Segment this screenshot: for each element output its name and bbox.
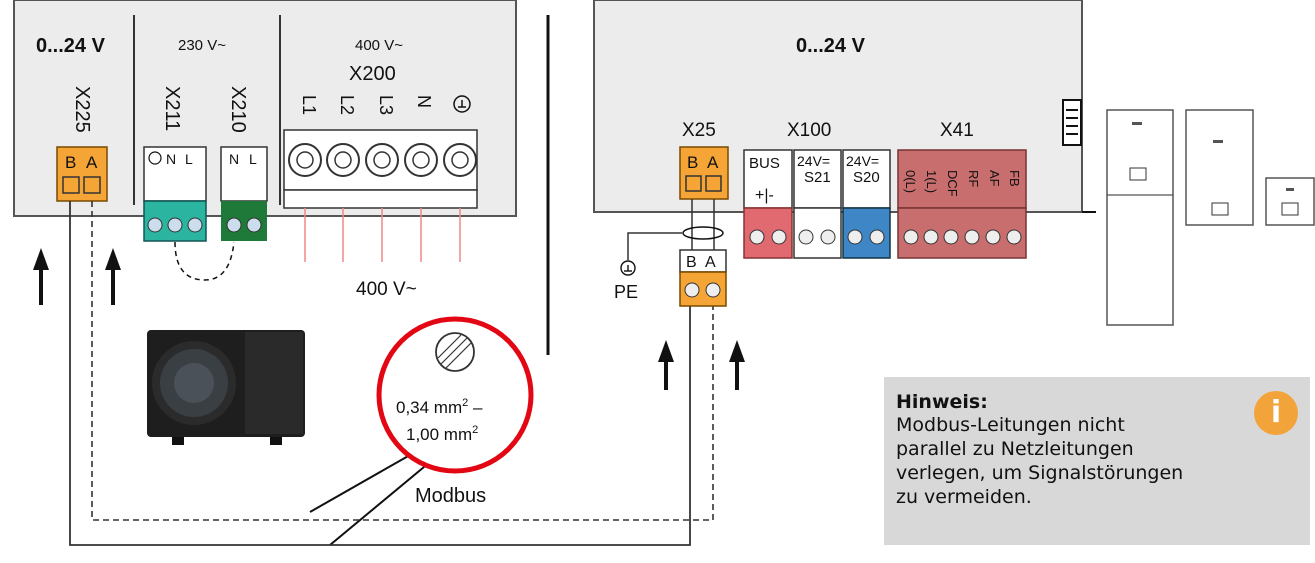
x225-pin-a: A [86, 153, 98, 172]
x200-terminal-block [283, 129, 478, 209]
x25-pin-a: A [707, 153, 719, 172]
x225-connector: B A [56, 146, 108, 202]
x25-connector: B A [679, 146, 729, 200]
x41-connector: 0(L) 1(L) DCF RF AF FB [897, 149, 1027, 259]
arrow-up-icon [658, 340, 674, 390]
left-voltage-230: 230 V~ [178, 37, 226, 54]
cable-shield-icon [682, 226, 724, 240]
arrow-up-icon [729, 340, 745, 390]
heat-pump-icon [147, 330, 305, 445]
x41-pin-0l: 0(L) [903, 170, 918, 193]
cable-size-line-2: 1,00 mm2 [406, 424, 478, 444]
right-voltage-low: 0...24 V [796, 35, 866, 57]
s20-name: S20 [853, 169, 880, 186]
x41-pin-rf: RF [966, 170, 981, 187]
hint-text: Modbus-Leitungen nicht parallel zu Netzl… [896, 414, 1184, 508]
x200-label: X200 [349, 63, 396, 85]
cable-size-line-1: 0,34 mm2 – [396, 397, 483, 417]
hint-title: Hinweis: [896, 391, 988, 413]
x41-pin-dcf: DCF [945, 170, 960, 197]
x41-pin-fb: FB [1007, 170, 1022, 187]
x41-label: X41 [940, 120, 974, 141]
ground-icon [453, 95, 471, 113]
pe-label: PE [614, 282, 638, 302]
bus-label: BUS [749, 155, 780, 172]
x25-plug-pin-b: B [686, 254, 697, 271]
bridge-loop [174, 241, 235, 281]
shield-ground-wire [627, 232, 682, 260]
cable-cross-section: 0,34 mm2 – 1,00 mm2 [376, 316, 534, 474]
x211-pin-n: N [166, 151, 176, 167]
arrow-up-icon [105, 248, 121, 305]
indoor-unit-small [1265, 177, 1315, 226]
x200-label-n: N [414, 95, 434, 108]
x25-plug-pin-a: A [705, 254, 716, 271]
x210-pin-l: L [249, 151, 257, 167]
x210-connector: N L [220, 146, 268, 241]
cable-hatch-icon [435, 332, 475, 372]
x225-pin-b: B [65, 153, 76, 172]
indoor-unit-wall [1185, 109, 1254, 226]
x210-pin-n: N [229, 151, 239, 167]
x25-plug: B A [679, 249, 727, 307]
indoor-unit-tall [1106, 109, 1174, 326]
x100-bus-connector: BUS +|- [743, 149, 793, 259]
x200-label-l1: L1 [299, 95, 319, 115]
s21-name: S21 [804, 169, 831, 186]
bus-pins: +|- [755, 187, 774, 204]
cable-leader [309, 454, 431, 546]
x200-label-l3: L3 [376, 95, 396, 115]
x211-connector: N L [143, 146, 207, 242]
left-voltage-low: 0...24 V [36, 35, 106, 57]
x225-label: X225 [71, 86, 93, 133]
x100-label: X100 [787, 120, 831, 141]
s20-connector: 24V= S20 [842, 149, 891, 259]
x25-label: X25 [682, 120, 716, 141]
ground-icon [620, 260, 636, 276]
x210-label: X210 [227, 86, 249, 133]
modbus-cable-solid [69, 201, 691, 546]
arrow-up-icon [33, 248, 49, 305]
x211-label: X211 [161, 86, 183, 131]
x200-label-l2: L2 [337, 95, 357, 115]
x211-pin-l: L [185, 151, 193, 167]
x41-pin-1l: 1(L) [924, 170, 939, 193]
info-icon: i [1254, 391, 1298, 435]
hint-box: Hinweis: Modbus-Leitungen nicht parallel… [884, 377, 1310, 545]
x25-pin-b: B [687, 153, 698, 172]
s21-connector: 24V= S21 [793, 149, 842, 259]
power-label: 400 V~ [356, 279, 417, 300]
x41-pin-af: AF [987, 170, 1002, 187]
modbus-label: Modbus [415, 485, 486, 507]
s20-label: 24V= [846, 153, 879, 169]
x200-terminal-labels: L1 L2 L3 N [299, 95, 471, 115]
s21-label: 24V= [797, 153, 830, 169]
display-connector-icon [1062, 99, 1082, 146]
power-wires [304, 208, 461, 262]
left-voltage-400: 400 V~ [355, 37, 403, 54]
